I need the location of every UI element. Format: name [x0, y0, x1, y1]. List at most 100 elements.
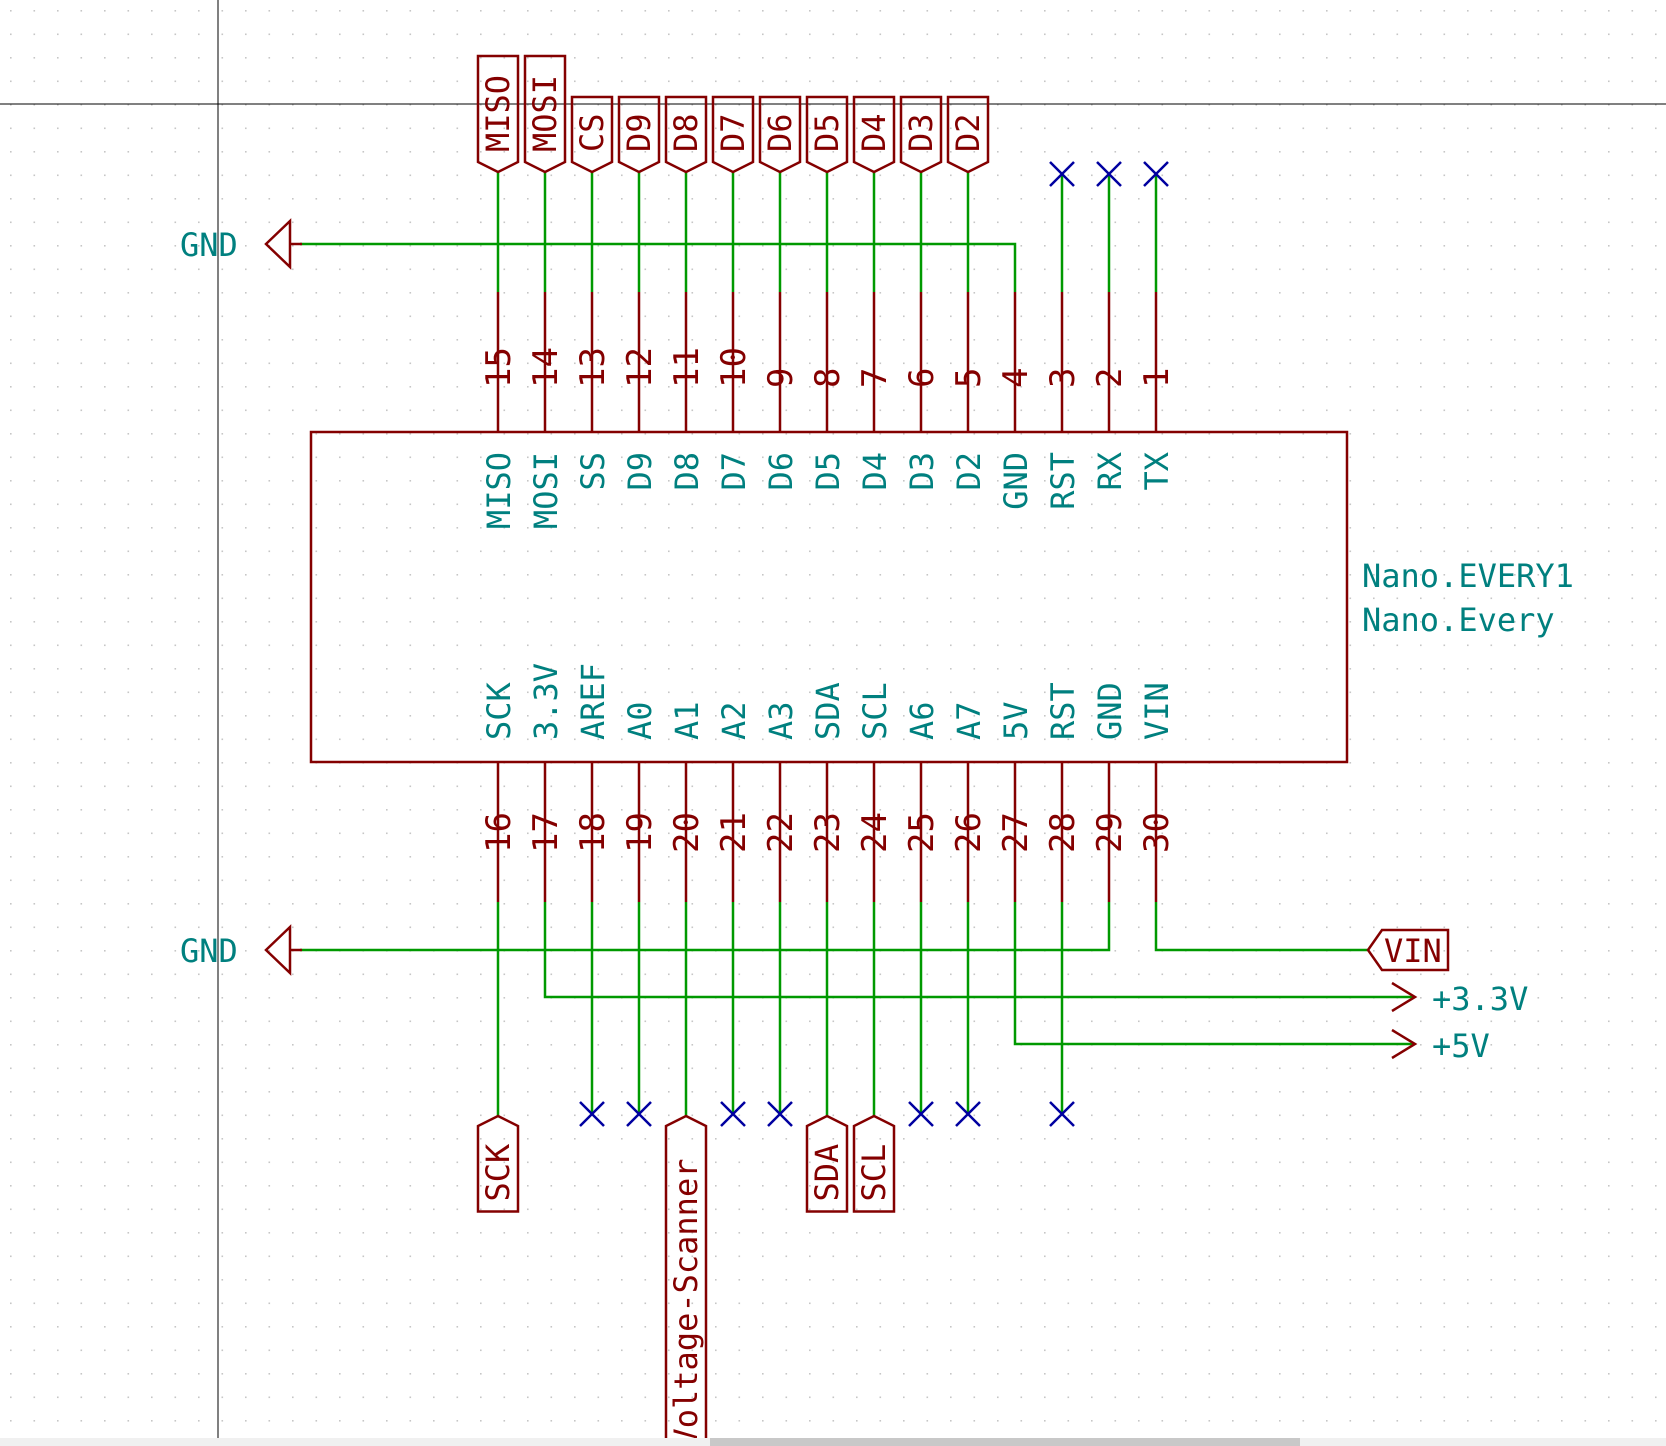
pin-number-28: 28: [1043, 812, 1083, 853]
horizontal-scrollbar[interactable]: [0, 1438, 1666, 1446]
wire-3v3: [543, 902, 1415, 999]
gnd-bottom-text: GND: [180, 932, 238, 970]
power-3v3-text: +3.3V: [1432, 980, 1528, 1018]
no-connect-markers: [579, 161, 1169, 1127]
bottom-label-voltage-scanner: Voltage-Scanner: [664, 1114, 708, 1446]
pin-name-24: SCL: [856, 682, 894, 740]
pin-number-6: 6: [902, 368, 942, 388]
pin-number-17: 17: [526, 812, 566, 853]
bottom-label-sda-text: SDA: [808, 1144, 846, 1202]
no-connect-pin-26: [955, 1101, 981, 1127]
pin-number-13: 13: [573, 347, 613, 388]
pin-name-21: A2: [715, 701, 753, 740]
top-label-d3-shape: [899, 95, 943, 174]
pin-number-23: 23: [808, 812, 848, 853]
pin-name-4: GND: [997, 452, 1035, 510]
pin-name-16: SCK: [480, 681, 518, 740]
pin-number-25: 25: [902, 812, 942, 853]
top-label-d3: D3: [899, 95, 943, 174]
pin-name-18: AREF: [574, 663, 612, 740]
pin-number-14: 14: [526, 347, 566, 388]
top-label-d9: D9: [617, 95, 661, 174]
bottom-label-sck-text: SCK: [479, 1143, 517, 1202]
top-label-d9-text: D9: [620, 113, 658, 152]
pin-number-20: 20: [667, 812, 707, 853]
top-label-cs-text: CS: [573, 113, 611, 152]
gnd-bottom: GND: [180, 924, 302, 976]
power-5v-arrow: [1391, 1028, 1418, 1060]
scrollbar-thumb[interactable]: [710, 1438, 1300, 1446]
top-label-d7-text: D7: [714, 113, 752, 152]
top-label-mosi: MOSI: [523, 54, 567, 174]
vin-label-text: VIN: [1384, 932, 1442, 970]
bottom-label-sck: SCK: [476, 1114, 520, 1213]
top-label-d8: D8: [664, 95, 708, 174]
pin-name-19: A0: [621, 701, 659, 740]
pin-name-25: A6: [903, 701, 941, 740]
pin-name-27: 5V: [997, 701, 1035, 740]
top-label-miso-shape: [476, 54, 520, 174]
bottom-label-sda-shape: [805, 1114, 849, 1213]
top-label-d8-text: D8: [667, 113, 705, 152]
top-label-cs: CS: [570, 95, 614, 174]
top-label-d2-text: D2: [949, 113, 987, 152]
pin-name-28: RST: [1044, 682, 1082, 740]
top-label-d6-text: D6: [761, 113, 799, 152]
pin-number-16: 16: [479, 812, 519, 853]
pin-name-14: MOSI: [527, 452, 565, 529]
top-label-d5: D5: [805, 95, 849, 174]
pin-number-29: 29: [1090, 812, 1130, 853]
pin-number-5: 5: [949, 368, 989, 388]
vin-label-shape: [1366, 928, 1450, 972]
gnd-top: GND: [180, 218, 302, 270]
top-label-miso-text: MISO: [479, 75, 517, 152]
top-label-cs-shape: [570, 95, 614, 174]
pin-name-23: SDA: [809, 682, 847, 740]
bottom-label-sck-shape: [476, 1114, 520, 1213]
pin-number-2: 2: [1090, 368, 1130, 388]
wires: [300, 172, 1415, 1116]
no-connect-pin-21: [720, 1101, 746, 1127]
top-label-mosi-text: MOSI: [526, 75, 564, 152]
power-3v3-arrow: [1391, 981, 1418, 1013]
pins: 15MISO14MOSI13SS12D911D810D79D68D57D46D3…: [479, 292, 1177, 902]
top-label-d2: D2: [946, 95, 990, 174]
pin-number-10: 10: [714, 347, 754, 388]
pin-name-5: D2: [950, 452, 988, 491]
wire-gnd-top: [300, 242, 1017, 292]
pin-name-22: A3: [762, 701, 800, 740]
wire-gnd-bottom: [300, 902, 1111, 952]
no-connect-pin-2: [1096, 161, 1122, 187]
pin-number-19: 19: [620, 812, 660, 853]
pin-name-29: GND: [1091, 682, 1129, 740]
component-body[interactable]: [309, 430, 1349, 764]
pin-name-3: RST: [1044, 452, 1082, 510]
component-reference: Nano.EVERY1: [1362, 557, 1574, 595]
bottom-label-voltage-scanner-text: Voltage-Scanner: [667, 1159, 705, 1446]
no-connect-pin-18: [579, 1101, 605, 1127]
pin-name-30: VIN: [1138, 682, 1176, 740]
component-value: Nano.Every: [1362, 601, 1555, 639]
top-label-d6-shape: [758, 95, 802, 174]
pin-name-10: D7: [715, 452, 753, 491]
power-3v3: +3.3V: [1391, 980, 1528, 1018]
pin-number-15: 15: [479, 347, 519, 388]
top-label-d8-shape: [664, 95, 708, 174]
pin-name-13: SS: [574, 452, 612, 491]
pin-number-24: 24: [855, 812, 895, 853]
top-label-d6: D6: [758, 95, 802, 174]
top-label-d4: D4: [852, 95, 896, 174]
no-connect-pin-1: [1143, 161, 1169, 187]
pin-name-12: D9: [621, 452, 659, 491]
pin-number-1: 1: [1137, 368, 1177, 388]
vin-label: VIN: [1366, 928, 1450, 972]
pin-number-18: 18: [573, 812, 613, 853]
pin-number-26: 26: [949, 812, 989, 853]
pin-name-26: A7: [950, 701, 988, 740]
pin-number-21: 21: [714, 812, 754, 853]
pin-name-1: TX: [1138, 452, 1176, 491]
pin-number-27: 27: [996, 812, 1036, 853]
